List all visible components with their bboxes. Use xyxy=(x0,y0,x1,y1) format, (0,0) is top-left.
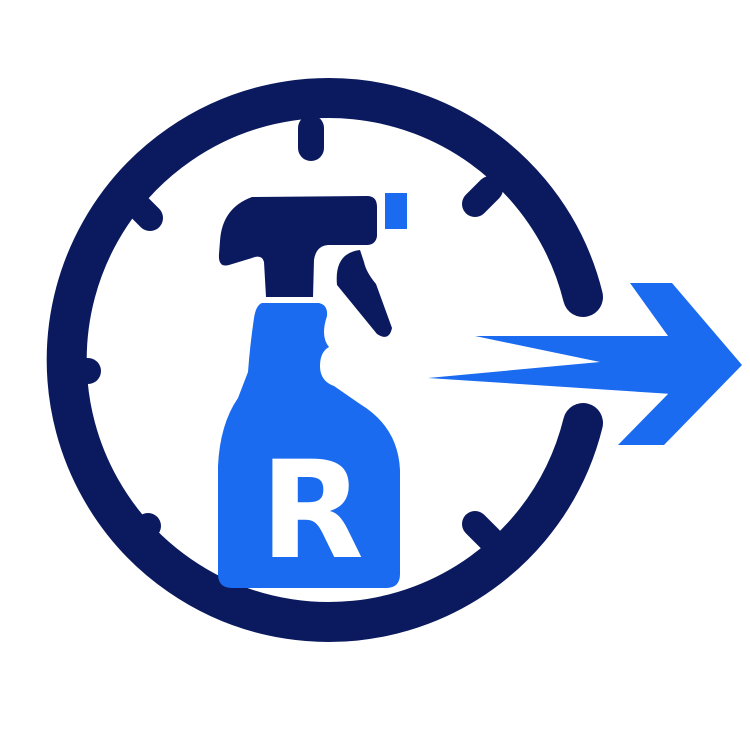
clock-icon xyxy=(46,78,603,642)
clock-tick-7-30 xyxy=(120,513,161,554)
clock-ticks xyxy=(55,115,503,554)
arrow-right-icon xyxy=(428,283,742,445)
spray-bottle-icon: R xyxy=(218,193,407,589)
clock-tick-10-30 xyxy=(122,190,163,231)
clock-tick-4-30 xyxy=(462,511,503,552)
monogram-letter: R xyxy=(260,432,364,589)
arrow-head xyxy=(618,283,742,445)
clock-tick-1-30 xyxy=(462,176,503,217)
arrow-shaft xyxy=(428,336,672,394)
spray-trigger-head xyxy=(218,196,377,297)
spray-trigger-lever xyxy=(336,250,392,337)
spray-bottle-body xyxy=(218,303,400,588)
spray-nozzle xyxy=(385,193,407,229)
